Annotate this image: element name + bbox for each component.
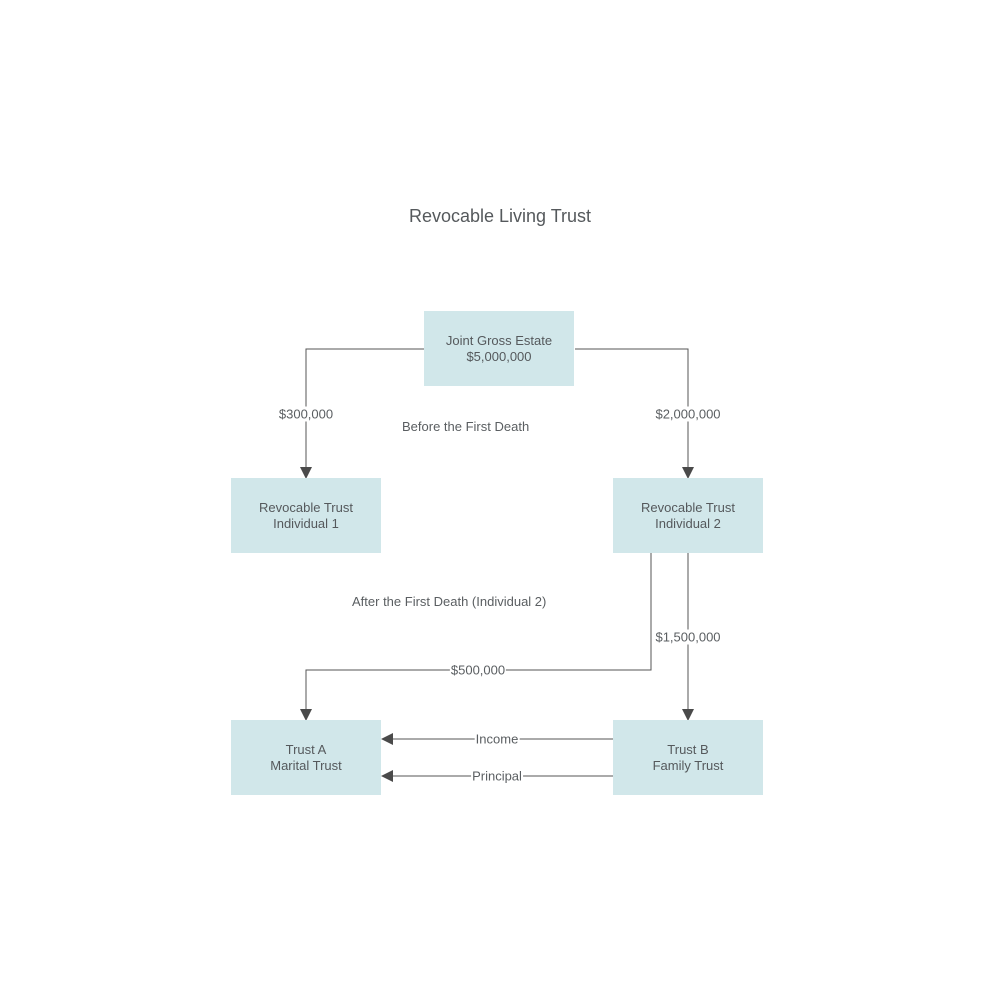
edge-label-500000: $500,000 [449, 662, 507, 678]
section-label-after: After the First Death (Individual 2) [352, 594, 547, 609]
section-label-before: Before the First Death [402, 419, 530, 434]
edge-label-300000: $300,000 [277, 406, 335, 422]
node-trust-a-marital: Trust A Marital Trust [231, 720, 381, 795]
node-trust-b-line1: Trust B [667, 741, 709, 757]
edge-label-1500000: $1,500,000 [654, 629, 722, 645]
node-revocable-trust-individual-2: Revocable Trust Individual 2 [613, 478, 763, 553]
connector-joint-to-rt2 [575, 348, 694, 479]
node-joint-line1: Joint Gross Estate [445, 332, 553, 348]
node-trust-a-line1: Trust A [285, 741, 327, 757]
diagram-title: Revocable Living Trust [408, 206, 592, 226]
edge-label-2000000: $2,000,000 [654, 406, 722, 422]
node-rt1-line1: Revocable Trust [259, 499, 353, 515]
connector-rt2-to-trust-a [300, 553, 652, 721]
node-trust-a-line2: Marital Trust [270, 757, 342, 773]
node-revocable-trust-individual-1: Revocable Trust Individual 1 [231, 478, 381, 553]
connector-joint-to-rt1 [300, 348, 424, 479]
node-joint-line2: $5,000,000 [466, 348, 532, 364]
node-joint-gross-estate: Joint Gross Estate $5,000,000 [424, 311, 574, 386]
node-trust-b-line2: Family Trust [652, 757, 724, 773]
node-trust-b-family: Trust B Family Trust [613, 720, 763, 795]
node-rt2-line2: Individual 2 [655, 515, 721, 531]
node-rt2-line1: Revocable Trust [641, 499, 735, 515]
edge-label-income: Income [474, 731, 520, 747]
node-rt1-line2: Individual 1 [273, 515, 339, 531]
edge-label-principal: Principal [471, 768, 523, 784]
